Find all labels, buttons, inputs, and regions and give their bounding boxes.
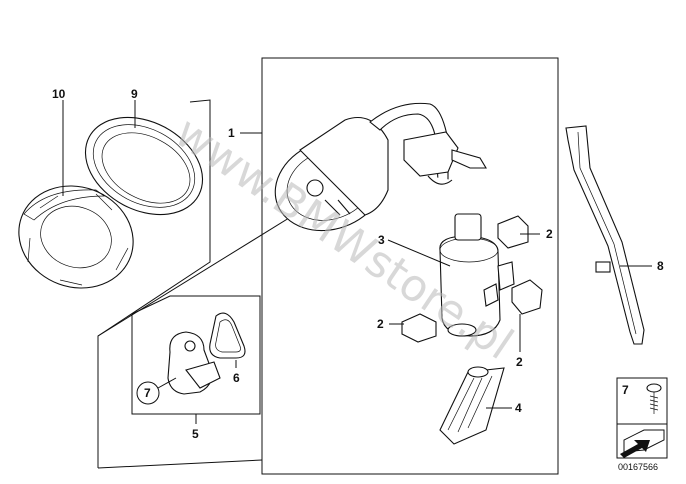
callout-7-circle: [136, 381, 160, 405]
pump-body-drawing: [439, 213, 515, 337]
callout-7[interactable]: 7: [144, 386, 151, 400]
callout-2-bottom[interactable]: 2: [516, 355, 523, 369]
cover-cap-drawing: [18, 185, 134, 289]
leader-7: [157, 377, 177, 389]
callout-3[interactable]: 3: [378, 233, 385, 247]
legend-box: 7: [616, 377, 668, 459]
callout-2-top[interactable]: 2: [546, 227, 553, 241]
hose-strip-drawing: [565, 125, 645, 345]
perspective-guide: [97, 99, 211, 468]
callout-5[interactable]: 5: [192, 427, 199, 441]
connector-drawing: [167, 331, 221, 395]
perspective-guide-link-2: [97, 459, 263, 469]
callout-1[interactable]: 1: [228, 126, 235, 140]
callout-2-left[interactable]: 2: [377, 317, 384, 331]
seal-ring-drawing: [84, 116, 204, 216]
callout-4[interactable]: 4: [515, 401, 522, 415]
callout-8[interactable]: 8: [657, 259, 664, 273]
fuel-pump-unit-drawing: [274, 102, 487, 232]
screw-icon: [646, 383, 662, 414]
clip-top-drawing: [497, 215, 529, 249]
filter-insert-drawing: [439, 366, 505, 445]
clip-bottom-drawing: [401, 313, 437, 343]
document-number: 00167566: [618, 462, 658, 472]
callout-10[interactable]: 10: [52, 87, 66, 101]
arrow-icon: [620, 429, 665, 458]
leader-3: [387, 239, 451, 267]
assembly-frame: [261, 57, 559, 475]
gasket-ring-drawing: [209, 312, 246, 359]
sub-assembly-frame: [131, 295, 261, 415]
clip-right-drawing: [511, 279, 543, 315]
callout-6[interactable]: 6: [233, 371, 240, 385]
callout-9[interactable]: 9: [131, 87, 138, 101]
perspective-guide-link: [97, 204, 311, 337]
legend-item-7-label[interactable]: 7: [622, 383, 629, 397]
